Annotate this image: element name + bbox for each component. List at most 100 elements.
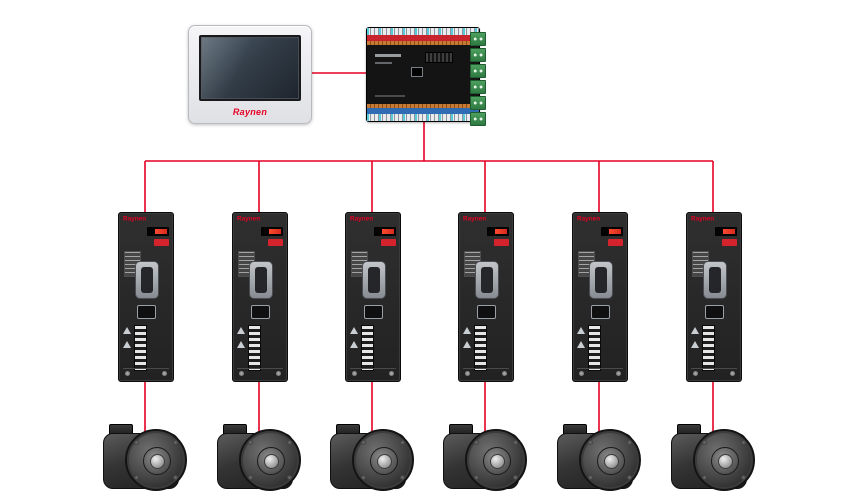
plc-print-mark — [375, 62, 392, 64]
drive-led-display — [147, 227, 169, 236]
motor-hub — [597, 447, 625, 475]
motor-face — [239, 429, 301, 491]
warning-icon — [237, 341, 245, 348]
warning-icon — [577, 327, 585, 334]
drive-logo-badge — [722, 239, 737, 246]
servo-drive: Raynen — [686, 212, 742, 382]
plc-terminal-row-top — [367, 28, 479, 35]
drive-usb-port — [364, 305, 383, 319]
motor-bolt — [702, 475, 707, 480]
drive-cn-connector — [362, 261, 386, 299]
drive-brand-label: Raynen — [463, 215, 487, 223]
drive-usb-port — [477, 305, 496, 319]
drive-logo-badge — [268, 239, 283, 246]
plc-body — [367, 45, 479, 104]
plc-green-terminal — [470, 80, 486, 94]
motor-bolt — [287, 440, 292, 445]
servo-motor — [443, 424, 527, 491]
drive-ground-screws — [463, 368, 509, 378]
motor-face — [465, 429, 527, 491]
drive-ground-screws — [577, 368, 623, 378]
plc-comm-port — [411, 67, 423, 77]
drive-logo-badge — [494, 239, 509, 246]
motor-face — [125, 429, 187, 491]
drive-cn-connector — [589, 261, 613, 299]
motor-bolt — [513, 440, 518, 445]
motor-bolt — [248, 440, 253, 445]
servo-drive: Raynen — [458, 212, 514, 382]
warning-icon — [237, 327, 245, 334]
drive-cn-connector — [249, 261, 273, 299]
motor-face — [579, 429, 641, 491]
hmi-panel: Raynen — [188, 25, 312, 124]
drive-led-display — [487, 227, 509, 236]
drive-usb-port — [591, 305, 610, 319]
hmi-screen — [199, 35, 301, 101]
servo-motor — [557, 424, 641, 491]
drive-logo-badge — [608, 239, 623, 246]
drive-cn-connector — [475, 261, 499, 299]
warning-icon — [691, 327, 699, 334]
servo-motor — [330, 424, 414, 491]
motor-bolt — [627, 475, 632, 480]
warning-icon — [123, 341, 131, 348]
motor-bolt — [134, 440, 139, 445]
drive-logo-badge — [154, 239, 169, 246]
motor-face — [352, 429, 414, 491]
drive-cn-connector — [703, 261, 727, 299]
warning-icon — [350, 341, 358, 348]
drive-ground-screws — [691, 368, 737, 378]
motor-bolt — [588, 475, 593, 480]
drive-brand-label: Raynen — [123, 215, 147, 223]
motor-shaft — [603, 453, 619, 469]
drive-led-display — [374, 227, 396, 236]
drive-brand-label: Raynen — [577, 215, 601, 223]
plc-wiring-band-top — [367, 41, 479, 45]
drive-brand-label: Raynen — [691, 215, 715, 223]
motor-bolt — [513, 475, 518, 480]
plc-red-band — [367, 35, 479, 41]
servo-motor — [217, 424, 301, 491]
drive-terminal-block — [134, 325, 147, 371]
plc-green-terminal — [470, 96, 486, 110]
drive-brand-label: Raynen — [350, 215, 374, 223]
motor-bolt — [741, 475, 746, 480]
motor-bolt — [474, 475, 479, 480]
motor-bolt — [287, 475, 292, 480]
drive-cn-connector — [135, 261, 159, 299]
servo-motor — [103, 424, 187, 491]
motor-bolt — [361, 440, 366, 445]
warning-icon — [577, 341, 585, 348]
warning-icon — [691, 341, 699, 348]
plc-blue-band — [367, 108, 479, 114]
warning-icon — [350, 327, 358, 334]
drive-logo-badge — [381, 239, 396, 246]
plc-controller — [366, 27, 486, 126]
drive-ground-screws — [123, 368, 169, 378]
motor-shaft — [376, 453, 392, 469]
motor-bolt — [588, 440, 593, 445]
drive-usb-port — [705, 305, 724, 319]
plc-wiring-band-bottom — [367, 104, 479, 108]
drive-led-display — [715, 227, 737, 236]
motor-bolt — [248, 475, 253, 480]
motor-bolt — [702, 440, 707, 445]
plc-io-terminals — [470, 32, 486, 128]
plc-green-terminal — [470, 32, 486, 46]
plc-terminal-row-bottom — [367, 114, 479, 121]
warning-icon — [123, 327, 131, 334]
drive-ground-screws — [237, 368, 283, 378]
servo-drive: Raynen — [118, 212, 174, 382]
drive-ground-screws — [350, 368, 396, 378]
motor-shaft — [717, 453, 733, 469]
motor-shaft — [149, 453, 165, 469]
drive-terminal-block — [588, 325, 601, 371]
motor-bolt — [741, 440, 746, 445]
motor-bolt — [627, 440, 632, 445]
plc-status-leds — [425, 52, 453, 63]
warning-icon — [463, 327, 471, 334]
servo-drive: Raynen — [232, 212, 288, 382]
